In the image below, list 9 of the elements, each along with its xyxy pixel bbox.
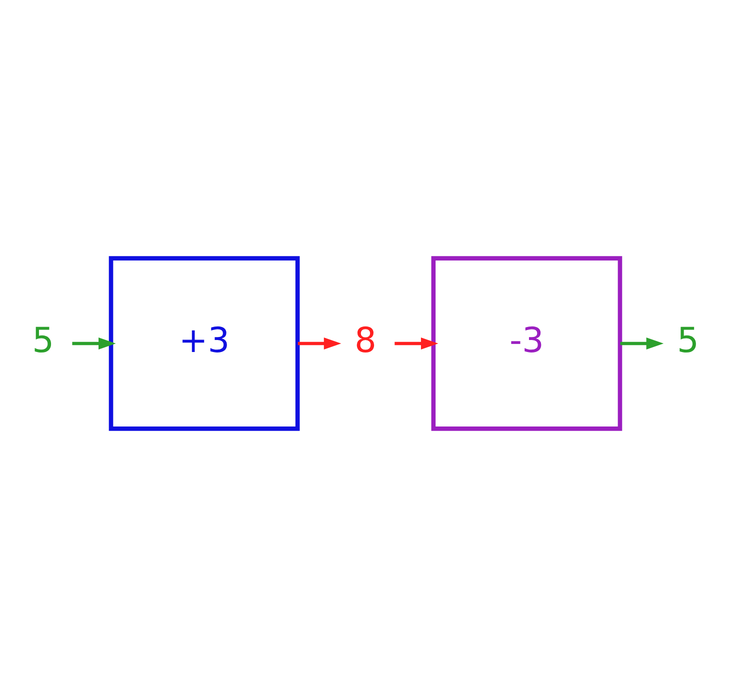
node-text: 5 (32, 320, 54, 361)
arrow (394, 336, 438, 350)
arrow (298, 336, 342, 350)
arrow (72, 336, 116, 350)
node-box: +3 (108, 256, 300, 430)
node-text: 8 (354, 320, 376, 361)
arrow (620, 336, 664, 350)
node-text: 5 (676, 320, 699, 361)
node-box: -3 (431, 256, 622, 430)
